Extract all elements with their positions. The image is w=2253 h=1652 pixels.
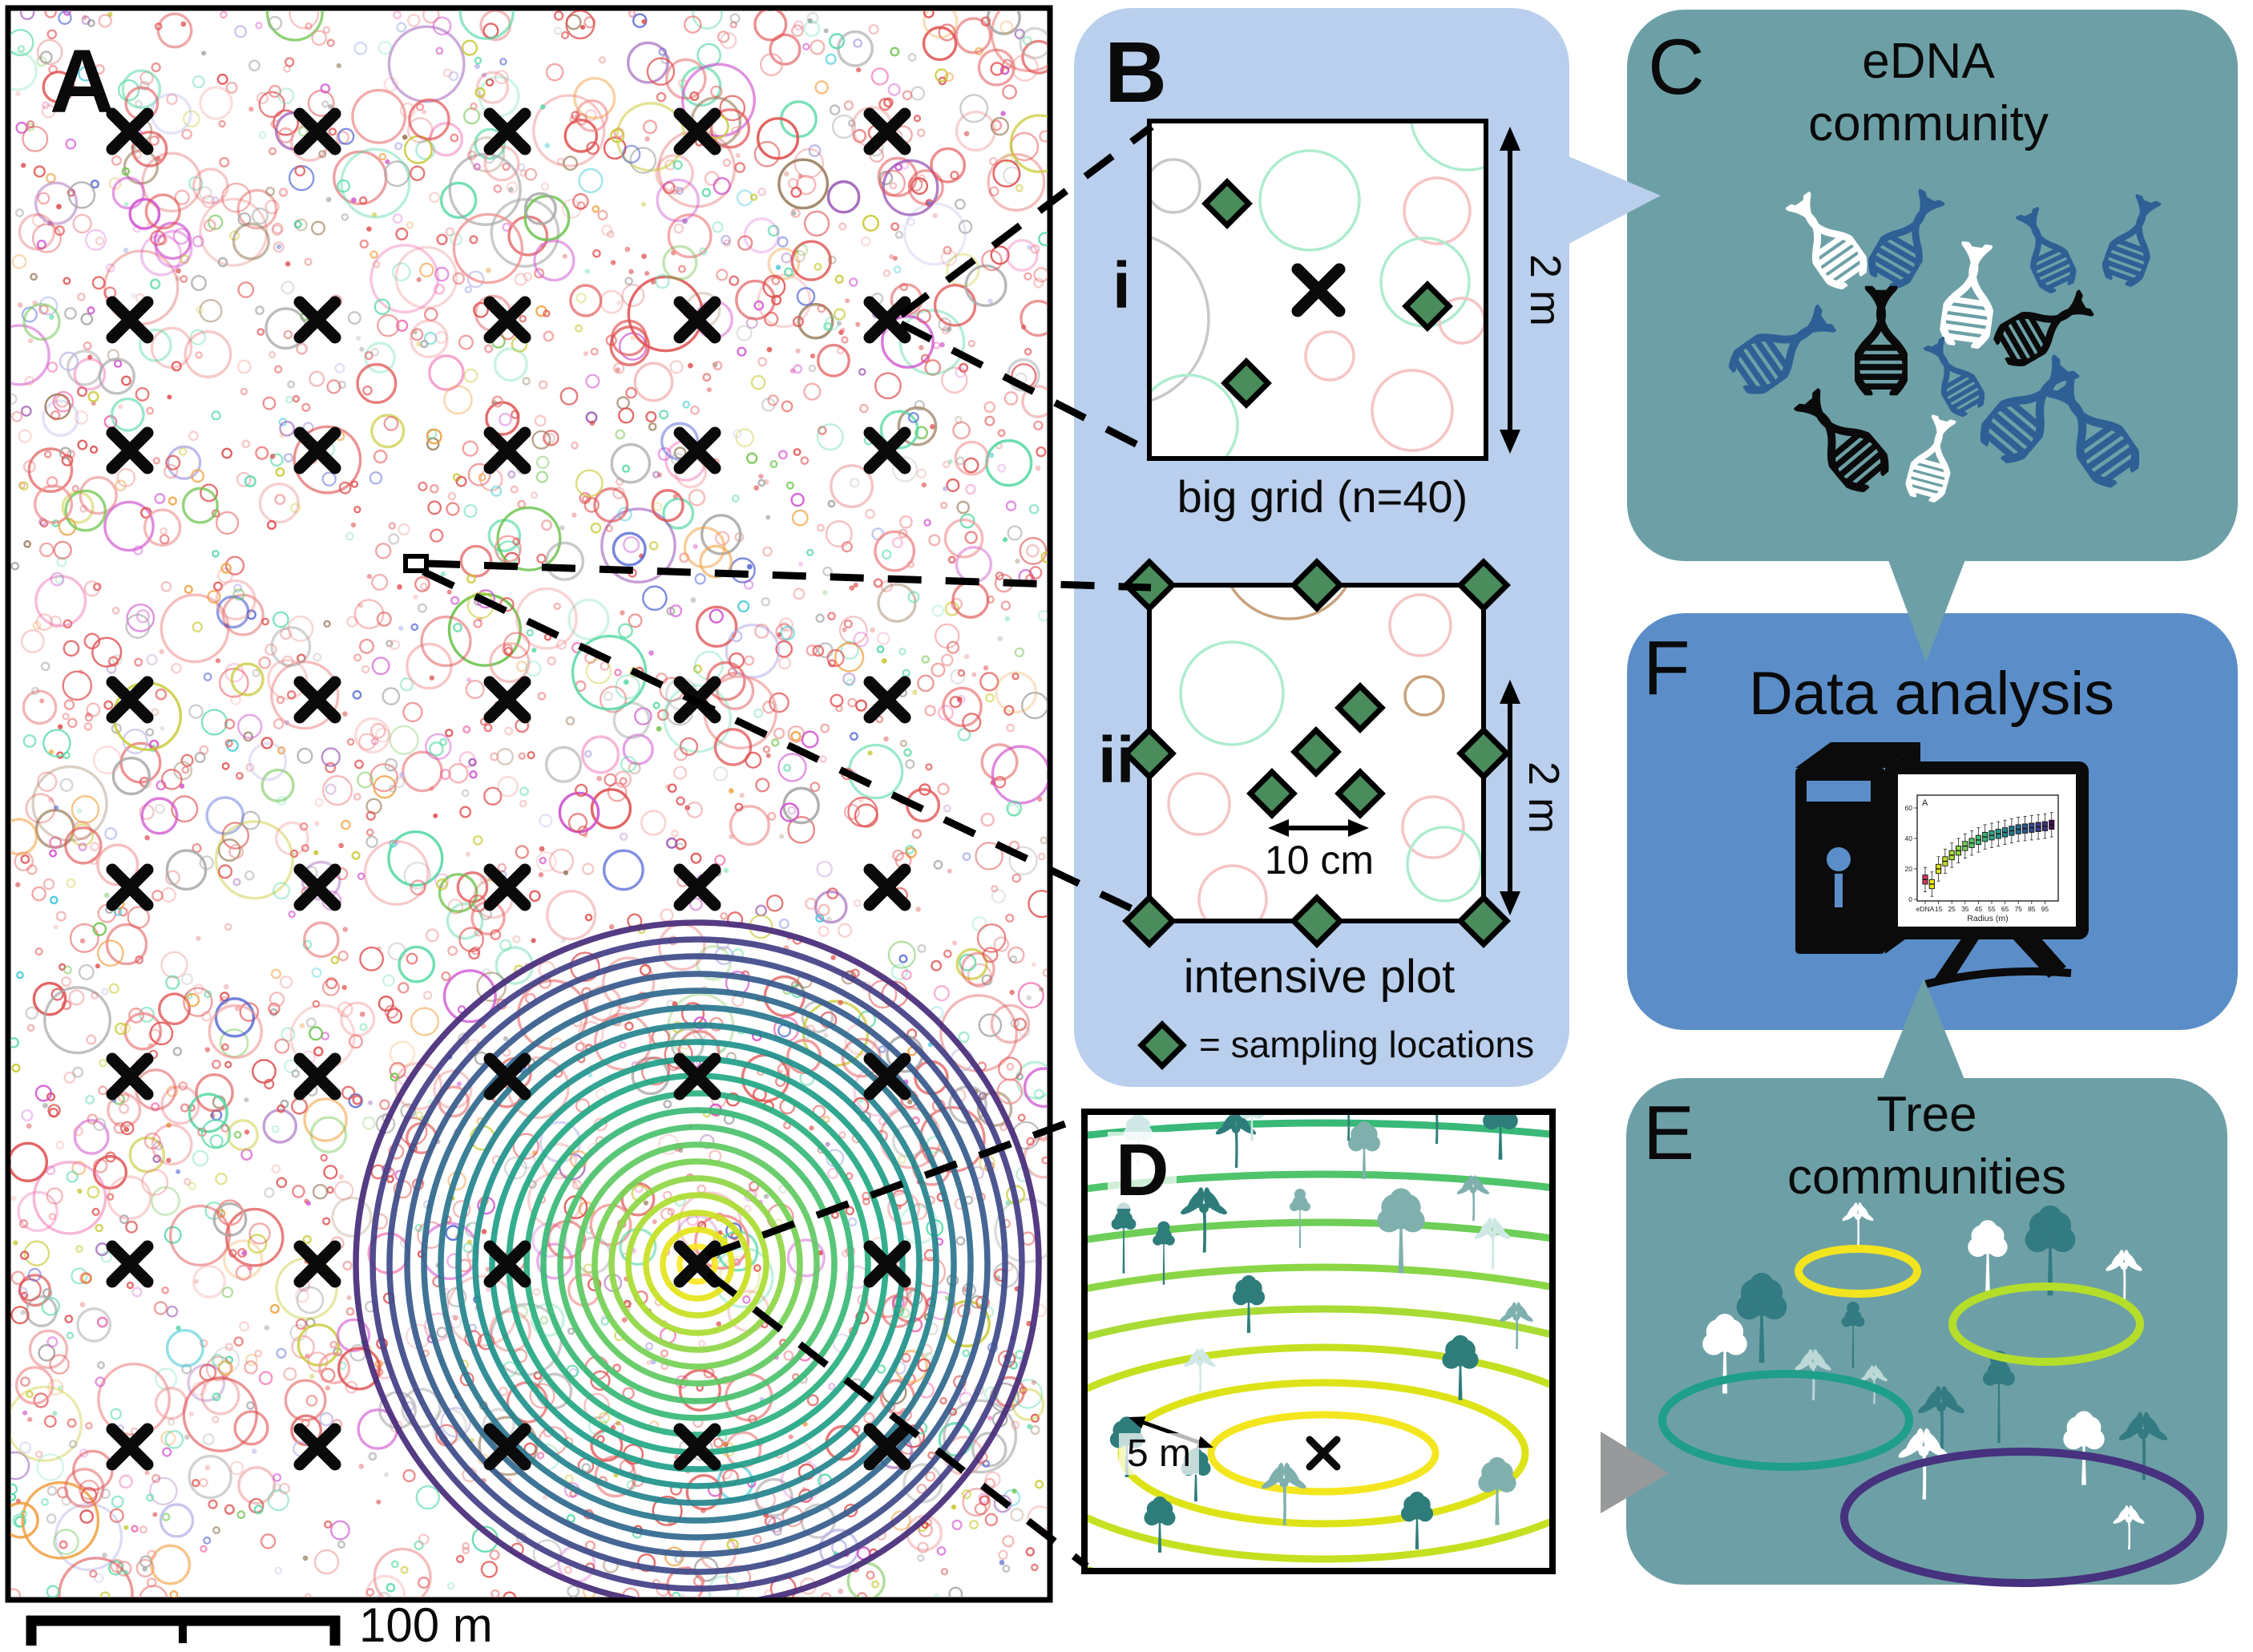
bubble-tail-d-to-e	[1601, 1432, 1669, 1513]
callout-dashed-lines	[422, 123, 1154, 1569]
panel-e-label: E	[1643, 1090, 1695, 1176]
five-m-label: 5 m	[1119, 1433, 1200, 1475]
big-grid-height-label: 2 m	[1521, 253, 1569, 327]
plot-decor-circles	[1152, 123, 1484, 456]
panel-a-map	[5, 5, 1053, 1603]
panel-b-label: B	[1104, 23, 1167, 120]
y-tick-label: 20	[1905, 865, 1913, 873]
edna-title-line1: eDNA	[1862, 34, 1995, 89]
dna-icon	[1725, 297, 1841, 400]
grid-x-markers	[106, 107, 911, 1471]
x-tick-label: 75	[2014, 905, 2022, 913]
dna-icon	[1855, 288, 1907, 394]
dna-icon	[1974, 349, 2086, 469]
panel-d-label: D	[1108, 1132, 1177, 1209]
forest-content	[1087, 1114, 1550, 1569]
panel-b-diagrams	[1122, 119, 1520, 1070]
bubble-tail-b-to-c	[1563, 154, 1661, 247]
panel-f-label: F	[1643, 625, 1690, 711]
dna-icon	[1787, 383, 1895, 497]
dna-icon	[1779, 188, 1872, 293]
x-axis-label: Radius (m)	[1967, 914, 2008, 923]
data-analysis-title: Data analysis	[1748, 660, 2115, 728]
plot-decor-circles	[1167, 588, 1481, 919]
dna-icon	[1991, 283, 2098, 371]
big-grid-caption: big grid (n=40)	[1177, 471, 1468, 522]
dna-icon	[1939, 241, 2001, 348]
y-tick-label: 60	[1905, 804, 1913, 812]
intensive-plot-height-label: 2 m	[1520, 761, 1568, 834]
x-tick-label: 15	[1935, 905, 1943, 913]
x-tick-label: eDNA	[1916, 905, 1935, 913]
bubble-tail-e-to-f	[1880, 978, 1967, 1085]
edna-title-line2: community	[1808, 96, 2049, 151]
dna-icon	[2038, 370, 2146, 491]
dna-icon	[1863, 186, 1952, 293]
y-tick-label: 40	[1905, 834, 1913, 842]
tree-communities-illustration	[1658, 1202, 2204, 1587]
x-tick-label: 25	[1948, 905, 1956, 913]
scale-bar-label: 100 m	[359, 1598, 493, 1652]
intensive-plot-caption: intensive plot	[1183, 951, 1456, 1003]
dna-icon	[2009, 204, 2080, 295]
panel-c-label: C	[1648, 22, 1705, 111]
subpanel-i-marker: i	[1112, 249, 1131, 322]
panel-a-label: A	[50, 31, 115, 131]
edna-community-icons	[1725, 186, 2168, 503]
dna-icon	[1904, 414, 1963, 503]
plot-corner-label: A	[1922, 798, 1928, 808]
x-tick-label: 55	[1988, 905, 1996, 913]
dna-icon	[2099, 192, 2168, 288]
x-tick-label: 85	[2028, 905, 2036, 913]
tree-communities-title-line1: Tree	[1876, 1087, 1977, 1142]
x-tick-label: 45	[1975, 905, 1983, 913]
concentric-sampling-rings	[353, 919, 1042, 1597]
subpanel-ii-marker: ii	[1098, 724, 1135, 797]
tree-communities-title-line2: communities	[1787, 1149, 2066, 1205]
x-tick-label: 65	[2001, 905, 2009, 913]
sampling-legend-label: = sampling locations	[1199, 1024, 1535, 1065]
bubble-tails	[1563, 154, 1968, 1513]
bubble-tail-c-to-f	[1885, 551, 1968, 662]
y-tick-label: 0	[1908, 895, 1912, 903]
ten-cm-label: 10 cm	[1264, 838, 1375, 883]
x-tick-label: 95	[2041, 905, 2049, 913]
x-tick-label: 35	[1961, 905, 1969, 913]
scale-bar	[26, 1615, 341, 1646]
